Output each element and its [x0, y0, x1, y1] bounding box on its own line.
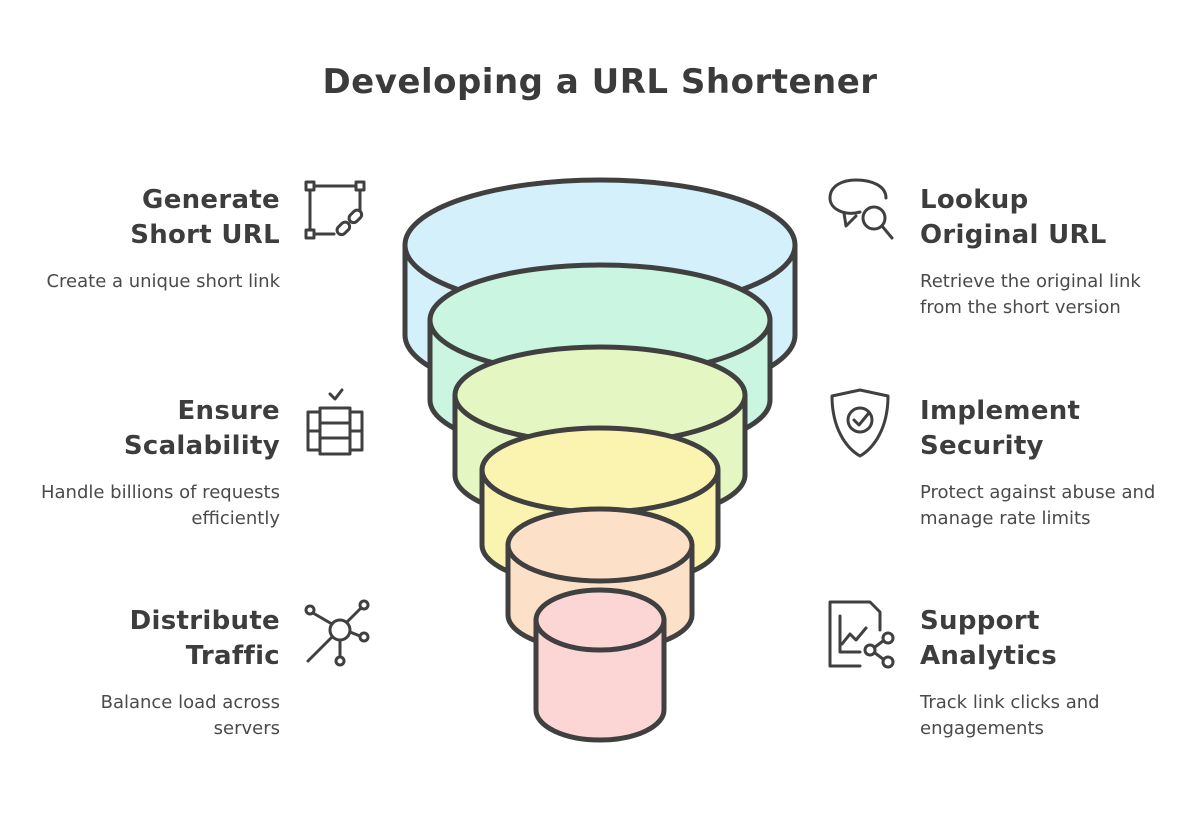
step-title: Implement Security: [920, 396, 1081, 461]
step-description: Retrieve the original link from the shor…: [920, 271, 1141, 318]
step-generate-short-url: Generate Short URL Create a unique short…: [40, 183, 280, 295]
page-title: Developing a URL Shortener: [322, 62, 878, 102]
funnel-layer-6: [533, 587, 667, 743]
step-title: Distribute Traffic: [129, 606, 280, 671]
funnel-layer-top: [479, 425, 721, 515]
funnel-layer-top: [533, 587, 667, 653]
step-ensure-scalability: Ensure Scalability Handle billions of re…: [40, 394, 280, 532]
shield-check-icon: [826, 388, 896, 458]
step-description: Track link clicks and engagements: [920, 692, 1100, 739]
step-description: Protect against abuse and manage rate li…: [920, 482, 1156, 529]
network-hub-icon: [300, 597, 370, 667]
step-lookup-original-url: Lookup Original URL Retrieve the origina…: [920, 183, 1160, 321]
funnel-diagram: [402, 177, 798, 743]
chat-search-icon: [826, 176, 896, 246]
analytics-share-icon: [826, 600, 896, 670]
step-title: Lookup Original URL: [920, 185, 1107, 250]
funnel-layer-body: [533, 617, 667, 743]
step-title: Generate Short URL: [130, 185, 280, 250]
step-title: Support Analytics: [920, 606, 1057, 671]
step-description: Handle billions of requests efficiently: [40, 482, 280, 529]
link-frame-icon: [300, 178, 370, 248]
step-description: Balance load across servers: [100, 692, 280, 739]
database-stack-icon: [300, 388, 370, 458]
step-support-analytics: Support Analytics Track link clicks and …: [920, 604, 1160, 742]
step-distribute-traffic: Distribute Traffic Balance load across s…: [40, 604, 280, 742]
funnel-layer-top: [505, 506, 695, 584]
step-implement-security: Implement Security Protect against abuse…: [920, 394, 1160, 532]
step-description: Create a unique short link: [46, 271, 280, 292]
step-title: Ensure Scalability: [123, 396, 280, 461]
